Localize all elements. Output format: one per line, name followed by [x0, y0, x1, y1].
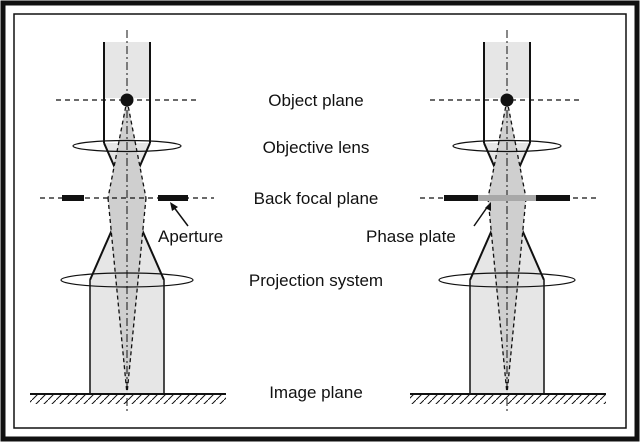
- left-microscope: [30, 30, 226, 412]
- inner-frame: [13, 13, 627, 429]
- left-aperture-bar-left: [62, 195, 84, 201]
- right-plate-bar-right: [536, 195, 570, 201]
- left-image-plane-hatch: [30, 395, 226, 404]
- left-aperture-bar-right: [158, 195, 188, 201]
- right-objective-lens: [452, 139, 562, 153]
- left-objective-lens: [72, 139, 182, 153]
- projection-system-label: Projection system: [249, 271, 383, 290]
- aperture-label: Aperture: [158, 227, 223, 246]
- objective-lens-label: Objective lens: [263, 138, 370, 157]
- left-scatter-cone-lower: [108, 198, 146, 394]
- right-image-plane-hatch: [410, 395, 606, 404]
- aperture-arrow: [172, 205, 189, 227]
- right-scatter-cone-lower: [488, 198, 526, 394]
- phase-plate-label: Phase plate: [366, 227, 456, 246]
- image-plane-label: Image plane: [269, 383, 363, 402]
- phase-plate-film: [478, 195, 536, 201]
- left-projection-lens: [60, 272, 194, 288]
- right-microscope: [410, 30, 606, 412]
- right-plate-bar-left: [444, 195, 478, 201]
- object-plane-label: Object plane: [268, 91, 363, 110]
- right-projection-lens: [438, 272, 576, 288]
- phase-plate-arrow: [473, 205, 489, 227]
- back-focal-plane-label: Back focal plane: [254, 189, 379, 208]
- left-object-point: [120, 93, 134, 107]
- right-object-point: [500, 93, 514, 107]
